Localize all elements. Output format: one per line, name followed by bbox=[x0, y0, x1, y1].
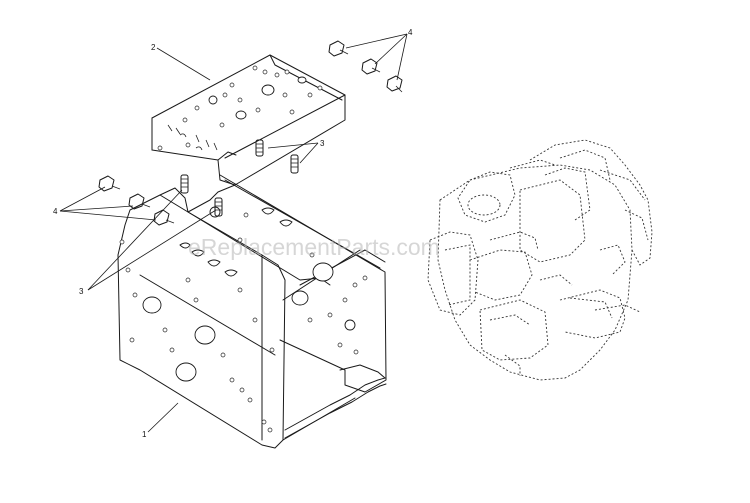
callout-3-upper: 3 bbox=[320, 139, 325, 148]
leader-lines bbox=[59, 33, 408, 433]
stud bbox=[255, 139, 264, 157]
frame-hole bbox=[175, 362, 197, 382]
watermark-text: eReplacementParts.com bbox=[188, 234, 440, 260]
bolt bbox=[386, 75, 403, 93]
callout-1: 1 bbox=[142, 430, 147, 439]
frame-panel-part-1 bbox=[117, 174, 387, 449]
stud bbox=[180, 174, 189, 194]
callout-3-lower: 3 bbox=[79, 287, 84, 296]
stud bbox=[214, 197, 223, 217]
callout-4-upper: 4 bbox=[408, 28, 413, 37]
cover-plate-part-2 bbox=[151, 54, 346, 186]
stud bbox=[290, 154, 299, 174]
bolt bbox=[328, 40, 349, 57]
studs-part-3 bbox=[180, 139, 299, 217]
frame-hole bbox=[142, 296, 162, 314]
bolt bbox=[128, 193, 151, 210]
frame-hole bbox=[291, 290, 309, 306]
frame-hole bbox=[312, 262, 334, 282]
callout-labels: 1 2 3 3 4 4 bbox=[53, 28, 413, 439]
callout-2: 2 bbox=[151, 43, 156, 52]
bolt bbox=[98, 175, 121, 192]
callout-4-left: 4 bbox=[53, 207, 58, 216]
frame-hole bbox=[194, 325, 216, 345]
bolt bbox=[361, 58, 381, 75]
engine-phantom-outline bbox=[427, 139, 653, 381]
bolts-part-4 bbox=[98, 40, 403, 226]
bolt bbox=[153, 209, 175, 226]
